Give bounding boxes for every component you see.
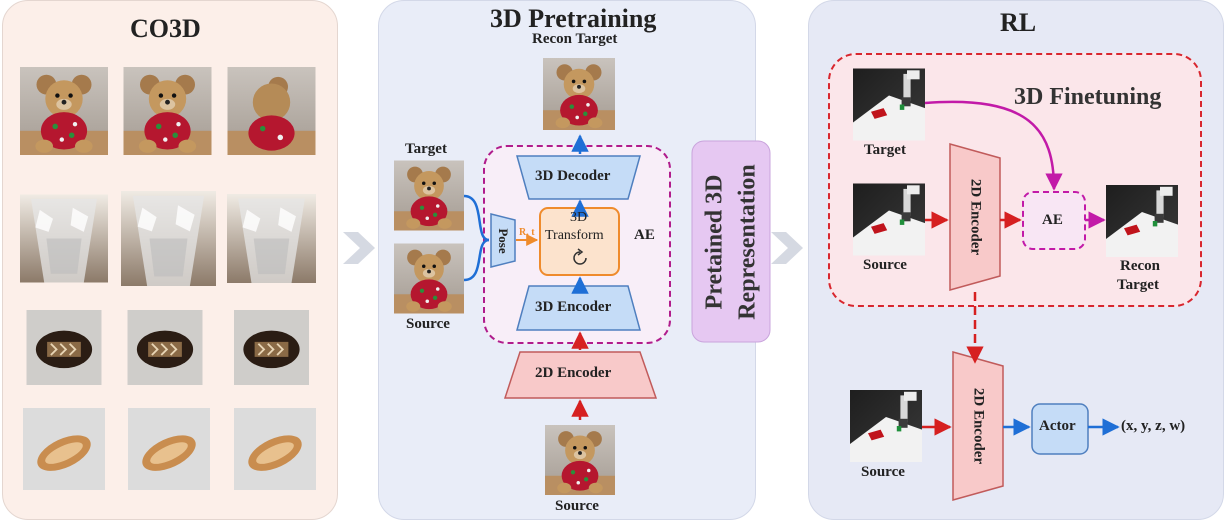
pretrained-representation-box: [691, 140, 771, 343]
recon-target-label: Recon Target: [532, 31, 618, 47]
rl-encoder-bottom-box: [952, 351, 1004, 501]
pose-label: Pose: [496, 228, 511, 254]
action-output-label: (x, y, z, w): [1121, 418, 1186, 434]
pretraining-title: 3D Pretraining: [490, 4, 657, 33]
target-label: Target: [405, 141, 447, 157]
encoder-3d-label: 3D Encoder: [535, 299, 612, 315]
co3d-teddy-image-3: [227, 67, 316, 155]
pretrained-label-2: Representation: [734, 164, 761, 320]
co3d-image-grid: [20, 67, 316, 490]
decoder-3d-box: [516, 155, 641, 200]
flow-arrow-1: [343, 232, 375, 264]
rl-encoder-top-label: 2D Encoder: [967, 178, 984, 256]
flow-arrow-2: [771, 232, 803, 264]
rl-target-label: Target: [864, 142, 906, 158]
transform-label-2: Transform: [545, 228, 604, 243]
co3d-vase-image-1: [20, 194, 108, 283]
source-label-bottom: Source: [555, 498, 599, 514]
ae-label: AE: [634, 227, 655, 243]
co3d-glove-image-3: [232, 310, 311, 385]
transform-label-1: 3D: [570, 210, 588, 225]
finetuning-title: 3D Finetuning: [1014, 84, 1162, 110]
source-image-left: [394, 243, 464, 314]
co3d-hotdog-image-3: [234, 408, 316, 490]
co3d-vase-image-2: [121, 191, 216, 286]
co3d-teddy-image-2: [123, 67, 212, 155]
co3d-hotdog-image-1: [23, 408, 105, 490]
rl-title: RL: [1000, 8, 1037, 37]
rl-source-label-bottom: Source: [861, 464, 905, 480]
co3d-vase-image-3: [227, 194, 316, 283]
pose-box: [490, 213, 516, 268]
rl-encoder-bottom-label: 2D Encoder: [970, 387, 987, 465]
co3d-hotdog-image-2: [128, 408, 210, 490]
pretrained-label-1: Pretained 3D: [701, 174, 728, 310]
rl-source-image-bottom: [850, 390, 922, 462]
target-image: [394, 160, 464, 231]
co3d-glove-image-1: [25, 310, 103, 385]
encoder-2d-box: [503, 351, 658, 399]
co3d-teddy-image-1: [20, 67, 108, 155]
co3d-title: CO3D: [130, 14, 201, 43]
encoder-3d-box: [516, 285, 641, 331]
rl-recon-label-2: Target: [1117, 277, 1159, 293]
rl-source-image-top: [853, 183, 925, 256]
source-label-left: Source: [406, 316, 450, 332]
rl-source-label-top: Source: [863, 257, 907, 273]
encoder-2d-label: 2D Encoder: [535, 365, 612, 381]
rl-ae-box: [1022, 191, 1086, 250]
actor-box: [1031, 403, 1089, 455]
co3d-glove-image-2: [126, 310, 204, 385]
rl-target-image: [853, 68, 925, 141]
rl-encoder-top-box: [949, 143, 1001, 291]
actor-label: Actor: [1039, 418, 1076, 434]
rt-label: R, t: [519, 227, 535, 238]
recon-target-image: [543, 58, 615, 130]
source-image-bottom: [545, 425, 615, 495]
rl-recon-label-1: Recon: [1120, 258, 1160, 274]
rotate-icon: [573, 251, 587, 265]
rl-recon-target-image: [1106, 185, 1178, 257]
decoder-3d-label: 3D Decoder: [535, 168, 611, 184]
rl-ae-label: AE: [1042, 212, 1063, 228]
